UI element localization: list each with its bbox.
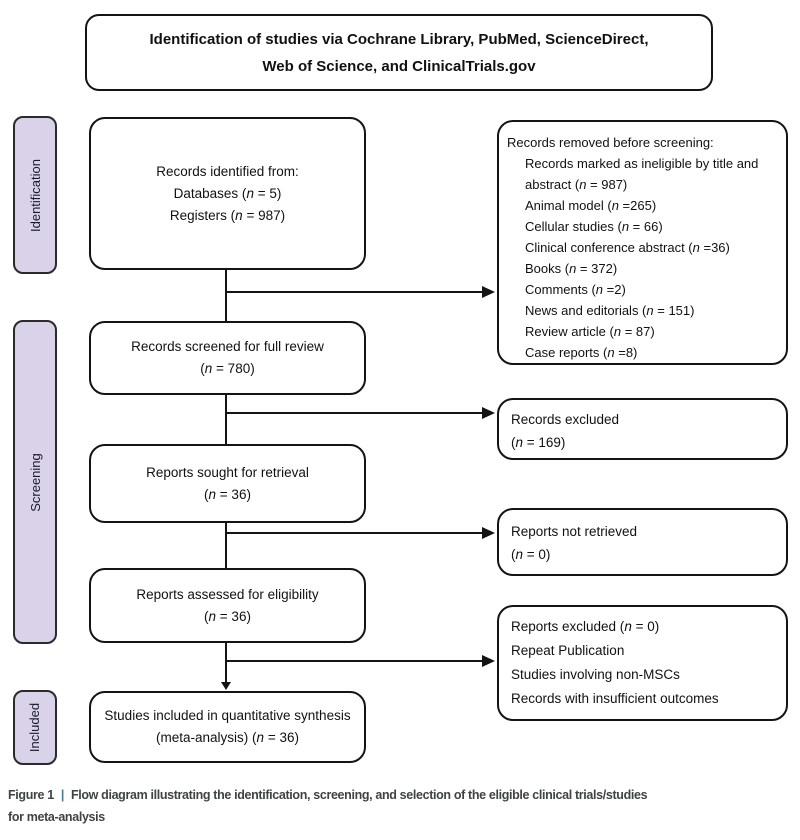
connector-eligibility-to-included: [225, 643, 227, 683]
caption-figure-label: Figure 1: [8, 788, 54, 802]
title-line-2: Web of Science, and ClinicalTrials.gov: [262, 57, 536, 75]
stage-label-screening: Screening: [13, 320, 57, 644]
box-reports-assessed: Reports assessed for eligibility (n = 36): [89, 568, 366, 643]
box-reports-excluded: Reports excluded (n = 0) Repeat Publicati…: [497, 605, 788, 721]
text-line: Records excluded: [511, 412, 620, 427]
text-line: Records marked as ineligible by title an…: [525, 156, 759, 192]
connector-to-reports-excluded: [226, 660, 482, 662]
connector-to-records-removed: [226, 291, 482, 293]
arrowhead-down-included: [221, 682, 231, 690]
stage-label-identification-text: Identification: [27, 158, 43, 232]
text-line: Clinical conference abstract (n =36): [525, 240, 730, 255]
stage-label-identification: Identification: [13, 116, 57, 274]
text-line: Studies involving non-MSCs: [511, 667, 680, 682]
arrowhead-not-retrieved: [482, 527, 495, 539]
text-line: Reports assessed for eligibility: [136, 586, 319, 602]
text-line: Records with insufficient outcomes: [511, 691, 719, 706]
caption-separator: |: [60, 788, 65, 802]
caption-line-2: for meta-analysis: [8, 810, 105, 824]
text-line: Registers (n = 987): [169, 207, 286, 223]
text-line: Reports not retrieved: [511, 524, 638, 539]
title-box: Identification of studies via Cochrane L…: [85, 14, 713, 91]
stage-label-screening-text: Screening: [27, 452, 43, 512]
text-line: Books (n = 372): [525, 261, 618, 276]
text-line: Reports excluded (n = 0): [511, 619, 660, 634]
box-reports-not-retrieved: Reports not retrieved (n = 0): [497, 508, 788, 576]
caption-line-1: Figure 1 | Flow diagram illustrating the i…: [8, 784, 798, 806]
text-line: Records identified from:: [156, 163, 299, 179]
text-line: Animal model (n =265): [525, 198, 657, 213]
records-removed-header: Records removed before screening:: [507, 135, 714, 150]
arrowhead-records-excluded: [482, 407, 495, 419]
box-records-identified: Records identified from: Databases (n = 5…: [89, 117, 366, 270]
text-line: (n = 36): [204, 486, 251, 502]
text-line: (n = 780): [200, 361, 255, 376]
connector-to-not-retrieved: [226, 532, 482, 534]
text-line: Cellular studies (n = 66): [525, 219, 663, 234]
connector-to-records-excluded: [226, 412, 482, 414]
title-line-1: Identification of studies via Cochrane L…: [149, 30, 649, 48]
text-line: (meta-analysis) (n = 36): [156, 730, 299, 745]
text-line: (n = 36): [204, 608, 251, 624]
connector-identified-to-screened: [225, 270, 227, 321]
text-line: Review article (n = 87): [525, 324, 655, 339]
caption-text: Flow diagram illustrating the identifica…: [70, 788, 648, 802]
box-studies-included: Studies included in quantitative synthes…: [89, 691, 366, 763]
connector-retrieval-to-eligibility: [225, 523, 227, 568]
text-line: Databases (n = 5): [173, 185, 282, 201]
arrowhead-reports-excluded: [482, 655, 495, 667]
box-records-screened: Records screened for full review (n = 780…: [89, 321, 366, 395]
text-line: News and editorials (n = 151): [525, 303, 695, 318]
stage-label-included: Included: [13, 690, 57, 765]
text-line: Studies included in quantitative synthes…: [104, 708, 351, 723]
text-line: Records screened for full review: [131, 339, 324, 354]
records-removed-items: Records marked as ineligible by title an…: [507, 153, 776, 363]
text-line: Repeat Publication: [511, 643, 625, 658]
text-line: Reports sought for retrieval: [146, 464, 309, 480]
box-records-removed: Records removed before screening: Record…: [497, 120, 788, 365]
connector-screened-to-retrieval: [225, 395, 227, 444]
box-records-excluded: Records excluded (n = 169): [497, 398, 788, 460]
text-line: (n = 169): [511, 435, 566, 450]
text-line: Case reports (n =8): [525, 345, 638, 360]
arrowhead-records-removed: [482, 286, 495, 298]
stage-label-included-text: Included: [27, 702, 43, 753]
text-line: (n = 0): [511, 547, 551, 562]
figure-caption: Figure 1 | Flow diagram illustrating the i…: [8, 784, 798, 828]
box-reports-sought: Reports sought for retrieval (n = 36): [89, 444, 366, 523]
text-line: Comments (n =2): [525, 282, 626, 297]
